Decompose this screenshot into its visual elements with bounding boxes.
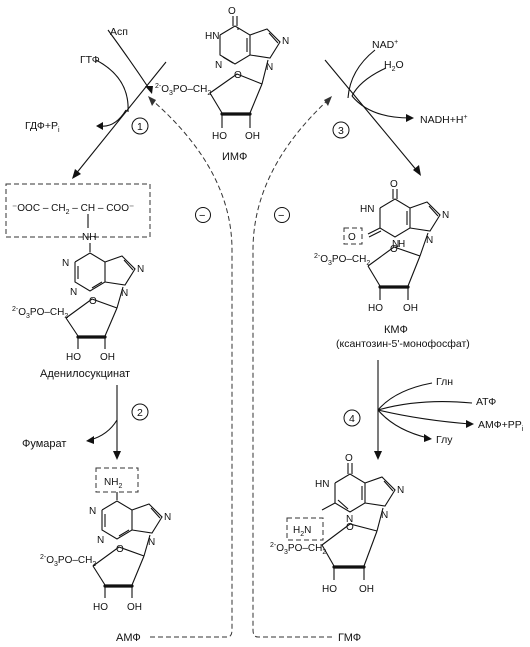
amp-n1-label: N [89,506,96,517]
adsucc-oh-label: OH [100,352,115,363]
gmp-n3-label: N [346,514,353,525]
imp-o-label: O [228,6,236,17]
gmp-ho-label: HO [322,584,337,595]
xmp-n3h-label: H [398,239,405,250]
gmp-n9-label: N [381,510,388,521]
imp-phosphate: 2-O3PO–CH2 [155,83,211,97]
adsucc-nh-label: NH [82,232,96,243]
reaction-3: NAD+ H2O NADH+H+ 3 [324,39,468,176]
reaction-1: Асп ГТФ ГДФ+Pi 1 [25,26,167,179]
amp-n7-label: N [164,512,171,523]
imp-n9-label: N [266,62,273,73]
inhibition-amp-badge [195,207,211,223]
gmp-phosphate: 2-O3PO–CH2 [270,542,326,556]
gdp-pi-label: ГДФ+Pi [25,120,60,134]
gmp-ring-o-label: O [346,522,354,533]
imp-structure: O HN N N N O HO OH 2-O3PO–CH2 ИМФ [155,6,289,163]
xmp-o2-label: O [348,232,356,243]
adsucc-n3-label: N [70,287,77,298]
reaction-2: 2 Фумарат [22,385,149,460]
xmp-ho-label: HO [368,303,383,314]
gmp-n7-label: N [397,485,404,496]
xmp-structure: O HN O N H N N O HO OH 2-O3PO–CH2 КМФ (к… [314,179,470,350]
amp-nh2-label: NH2 [104,477,122,490]
gmp-structure: H2N O HN N N N O HO OH 2-O3PO–CH2 ГМФ [270,453,404,644]
atp-label: АТФ [476,396,496,408]
h2o-label: H2O [384,59,404,73]
xmp-n7-label: N [442,210,449,221]
feedback-inhibition: − − [148,96,332,638]
gln-label: Глн [436,376,453,388]
step-4-badge [343,409,361,427]
imp-n7-label: N [282,36,289,47]
adsucc-n1-label: N [62,258,69,269]
gmp-oh-label: OH [359,584,374,595]
amp-ho-label: HO [93,602,108,613]
step-1-number: 1 [137,121,143,133]
gmp-h2n-label: H2N [293,525,311,538]
step-4-number: 4 [349,413,355,425]
imp-ring-o-label: O [234,70,242,81]
xmp-oh-label: OH [403,303,418,314]
amp-ring-o-label: O [116,544,124,555]
gmp-amino-highlight-box [286,517,324,541]
xmp-n9-label: N [426,235,433,246]
adsucc-n9-label: N [121,288,128,299]
adsucc-phosphate: 2-O3PO–CH2 [12,306,68,320]
amp-structure: NH2 N N N N O HO OH 2-O3PO–CH2 АМФ [40,467,171,644]
amino-highlight-box [95,467,139,493]
amp-label: АМФ [116,632,141,644]
adsucc-ho-label: HO [66,352,81,363]
gmp-label: ГМФ [338,632,361,644]
inhibition-amp-symbol: − [199,210,205,222]
amp-ppi-label: АМФ+PPi [478,419,524,433]
xmp-hn-label: HN [360,204,374,215]
step-3-number: 3 [338,125,344,137]
succinyl-highlight-box [5,183,151,238]
xmp-o6-label: O [390,179,398,190]
step-1-badge [131,117,149,135]
fumarate-label: Фумарат [22,438,66,450]
amp-n9-label: N [148,537,155,548]
imp-ho-label: HO [212,131,227,142]
xmp-label: КМФ [384,324,408,336]
imp-label: ИМФ [222,151,247,163]
gtp-label: ГТФ [80,54,100,66]
step-3-badge [332,121,350,139]
gmp-o6-label: O [345,453,353,464]
oxo-highlight-box [343,227,363,245]
xmp-phosphate: 2-O3PO–CH2 [314,253,370,267]
amp-oh-label: OH [127,602,142,613]
gmp-hn-label: HN [315,479,329,490]
step-2-badge [131,403,149,421]
amp-n3-label: N [97,535,104,546]
imp-oh-label: OH [245,131,260,142]
imp-hn-label: HN [205,31,219,42]
xmp-ring-o-label: O [390,244,398,255]
adsucc-ring-o-label: O [89,296,97,307]
nad-label: NAD+ [372,39,398,51]
adenylosuccinate-structure: ⁻OOC – CH2 – CH – COO⁻ NH N N N N O HO O… [5,183,151,380]
nadh-label: NADH+H+ [420,114,468,126]
asp-label: Асп [110,26,128,38]
step-2-number: 2 [137,407,143,419]
adsucc-n7-label: N [137,264,144,275]
xmp-n3-label: N [392,239,399,250]
xmp-full-name: (ксантозин-5'-монофосфат) [336,338,470,350]
glu-label: Глу [436,434,453,446]
adenylosuccinate-label: Аденилосукцинат [40,368,130,380]
succinyl-group: ⁻OOC – CH2 – CH – COO⁻ [12,203,134,216]
imp-n3-label: N [215,60,222,71]
inhibition-gmp-badge [274,207,290,223]
reaction-4: 4 Глн АТФ АМФ+PPi Глу [343,360,524,460]
amp-phosphate: 2-O3PO–CH2 [40,554,96,568]
inhibition-gmp-symbol: − [278,210,284,222]
